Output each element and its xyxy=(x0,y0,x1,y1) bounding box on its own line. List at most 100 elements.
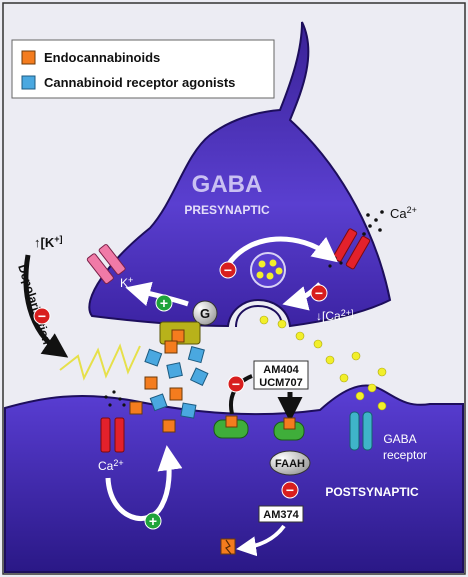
receptor-half xyxy=(362,411,373,451)
gaba-molecule xyxy=(339,373,349,383)
plus-sign-post: + xyxy=(144,512,162,530)
channel-half xyxy=(345,235,371,270)
ion-dot xyxy=(112,390,116,394)
calcium-ions-top xyxy=(362,210,384,236)
endocannabinoid-molecule xyxy=(164,340,178,354)
presynaptic-label: PRESYNAPTIC xyxy=(184,203,270,217)
ion-dot xyxy=(339,261,343,265)
postsynaptic-label: POSTSYNAPTIC xyxy=(325,485,419,499)
agonist-molecule xyxy=(144,348,163,367)
inhibit-ca-arrow xyxy=(225,236,338,267)
minus-sign-am404: − xyxy=(227,375,245,393)
k-up-text: ↑[K xyxy=(34,235,55,250)
g-protein-label: G xyxy=(200,306,210,321)
gaba-molecule xyxy=(325,355,335,365)
potassium-channel xyxy=(86,244,126,285)
sign-circle xyxy=(219,261,237,279)
ca-post-sup: 2+ xyxy=(113,458,123,468)
postsynaptic-calcium-channel xyxy=(100,417,125,453)
sign-circle xyxy=(33,307,51,325)
ion-dot xyxy=(328,264,332,268)
degraded-endocannabinoid xyxy=(220,538,236,555)
agonist-molecule xyxy=(166,362,183,379)
am374-box xyxy=(258,505,304,523)
gaba-molecule xyxy=(275,267,283,275)
legend-label-agonists: Cannabinoid receptor agonists xyxy=(44,75,235,90)
ca-post-label: Ca2+ xyxy=(98,458,124,473)
legend-swatch-endocannabinoid xyxy=(21,50,36,65)
gaba-receptor xyxy=(349,411,373,451)
receptor-half xyxy=(349,411,360,451)
depolarisation-arrow xyxy=(23,254,69,358)
ca-in-text: ↓[Ca xyxy=(316,309,341,323)
ion-dot xyxy=(380,210,384,214)
sign-circle xyxy=(310,284,328,302)
minus-sign-depolarisation: − xyxy=(33,307,51,325)
sign-text: + xyxy=(160,295,168,311)
gaba-molecule xyxy=(367,383,377,393)
minus-sign-am374: − xyxy=(281,481,299,499)
gaba-molecule xyxy=(277,319,287,329)
minus-sign-ca: − xyxy=(219,261,237,279)
ion-dot xyxy=(362,232,366,236)
agonist-molecule xyxy=(187,346,205,364)
am374-label: AM374 xyxy=(263,509,299,521)
am404-label: AM404 xyxy=(263,364,299,376)
sign-circle xyxy=(227,375,245,393)
k-up-sup: +] xyxy=(54,234,62,244)
ion-dot xyxy=(366,213,370,217)
depolarisation-zigzag xyxy=(59,343,141,381)
gaba-molecule xyxy=(266,272,274,280)
faah-enzyme xyxy=(269,450,311,476)
calcium-ions-post xyxy=(104,390,126,407)
calcium-feedback-arrow xyxy=(105,445,183,522)
legend-swatch-agonist xyxy=(21,75,36,90)
k-plus-sup: + xyxy=(128,275,133,285)
gaba-molecule xyxy=(256,271,264,279)
ca-post-text: Ca xyxy=(98,459,114,473)
ca-in-sup: 2+] xyxy=(341,308,354,318)
ca-top-sup: 2+ xyxy=(407,205,417,215)
gaba-molecule xyxy=(269,259,277,267)
g-protein xyxy=(192,300,218,326)
channel-half xyxy=(98,244,126,275)
sign-text: + xyxy=(149,513,157,529)
gaba-molecule xyxy=(259,315,269,325)
sign-text: − xyxy=(38,308,46,324)
gaba-molecule xyxy=(258,260,266,268)
ion-dot xyxy=(108,403,112,407)
minus-sign-ca-decrease: − xyxy=(310,284,328,302)
gaba-molecule xyxy=(377,367,387,377)
ion-dot xyxy=(118,397,122,401)
agonist-molecule xyxy=(180,402,197,419)
endocannabinoid-molecule xyxy=(129,401,143,415)
ca-top-label: Ca2+ xyxy=(390,205,417,221)
ca-decrease-label: ↓[Ca2+] xyxy=(316,308,353,323)
sign-text: − xyxy=(224,262,232,278)
faah-label: FAAH xyxy=(275,458,305,470)
ion-dot xyxy=(368,224,372,228)
gaba-molecule xyxy=(355,391,365,401)
faah-endocannabinoid xyxy=(283,417,296,430)
gaba-molecule xyxy=(295,331,305,341)
channel-half xyxy=(100,417,111,453)
legend-box xyxy=(11,39,275,99)
released-gaba xyxy=(259,315,387,411)
sign-circle xyxy=(155,294,173,312)
ion-dot xyxy=(122,403,126,407)
plus-sign-k: + xyxy=(155,294,173,312)
fragment-crack xyxy=(225,539,232,555)
transported-endocannabinoid xyxy=(225,415,238,428)
channel-half xyxy=(114,417,125,453)
legend: Endocannabinoids Cannabinoid receptor ag… xyxy=(11,39,275,99)
ion-dot xyxy=(104,395,108,399)
bound-endocannabinoid xyxy=(171,329,185,343)
sign-text: − xyxy=(286,482,294,498)
sign-circle xyxy=(281,481,299,499)
fusion-pore xyxy=(235,304,283,328)
gaba-molecule xyxy=(351,351,361,361)
sign-text: − xyxy=(315,285,323,301)
